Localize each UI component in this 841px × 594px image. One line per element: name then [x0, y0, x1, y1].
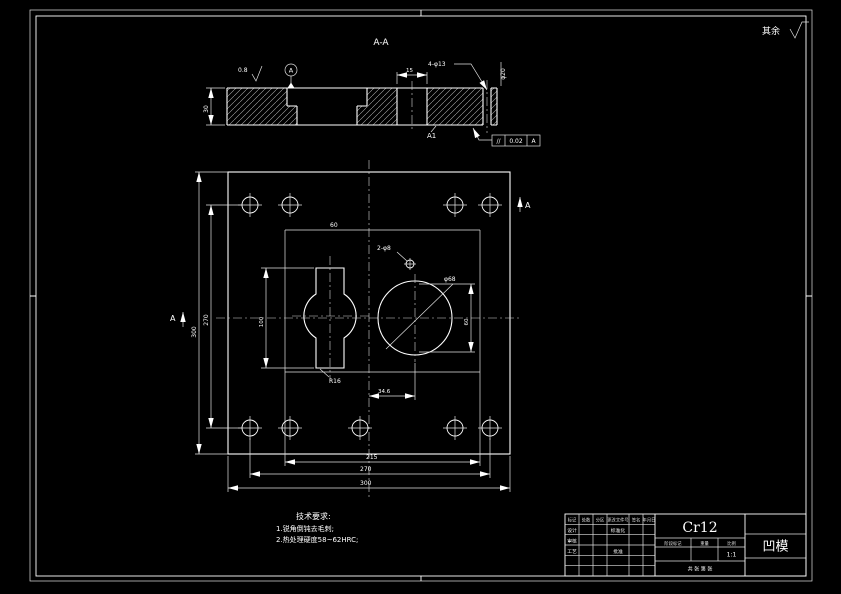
section-arrow-right: A	[517, 197, 531, 212]
counterbore-callout: φ20	[500, 62, 507, 86]
outer-height-text: 300	[191, 326, 198, 338]
rest-label: 其余	[762, 25, 780, 37]
bottom-dim-inner: 215	[285, 454, 480, 465]
title-block-left-grid: 标记 处数 分区 更改文件号 签名 年月日 设计 标准化 审核 工艺 批准	[565, 514, 655, 576]
tolerance-symbol: //	[496, 138, 501, 145]
technical-notes: 技术要求: 1.锐角倒钝去毛刺; 2.热处理硬度58~62HRC;	[276, 511, 358, 544]
material-text: Cr12	[682, 520, 717, 536]
datum-flag: A	[284, 63, 298, 88]
circle-height-dim: 60	[419, 283, 475, 353]
section-centerlines	[411, 80, 488, 133]
tolerance-datum: A	[531, 138, 536, 145]
bottom-dim-holes: 270	[249, 438, 491, 478]
circle-callout-text: φ68	[444, 276, 456, 283]
fillet-callout: R16	[319, 368, 341, 385]
hole-callout: 4-φ13	[428, 61, 488, 91]
fillet-text: R16	[329, 378, 341, 385]
tb-header: 更改文件号	[607, 517, 628, 524]
section-view: A-A 30 0.8	[203, 38, 541, 147]
centering-tick	[30, 10, 812, 581]
circle-height-text: 60	[464, 318, 470, 325]
bolt-hole	[443, 416, 467, 440]
sheet-border	[29, 9, 813, 582]
roughness-check-icon	[251, 65, 263, 82]
section-title: A-A	[373, 38, 389, 48]
notes-title: 技术要求:	[296, 511, 331, 521]
hole-span-height-text: 270	[203, 314, 210, 326]
inner-rect: 60	[284, 222, 481, 466]
top-inner-dim-text: 60	[330, 222, 338, 229]
inner-width-text: 215	[366, 454, 378, 461]
tb-header: 签名	[632, 517, 641, 524]
section-outline	[226, 87, 498, 126]
left-dim-outer: 300	[191, 171, 228, 455]
tb-design-label: 设计	[567, 527, 577, 534]
tb-scale-label: 比例	[727, 540, 736, 547]
tb-header: 年月日	[643, 517, 656, 524]
tb-header: 处数	[582, 517, 591, 524]
step-dim-text: 15	[406, 68, 413, 74]
tb-header: 分区	[596, 517, 605, 524]
datum-triangle-icon	[287, 82, 295, 88]
bolt-holes	[238, 193, 502, 440]
tb-weight-label: 重量	[700, 540, 709, 547]
outer-width-text: 300	[360, 480, 372, 487]
tolerance-value: 0.02	[509, 138, 523, 145]
offset-dim-text: 34.6	[378, 389, 391, 395]
tolerance-frame: // 0.02 A	[472, 127, 541, 147]
roughness-value: 0.8	[238, 67, 248, 74]
section-arrow-left-label: A	[170, 314, 176, 323]
slot-height-text: 100	[259, 316, 265, 327]
counterbore-text: φ20	[500, 68, 507, 80]
die-cavity-profile	[292, 256, 372, 381]
bolt-hole	[478, 416, 502, 440]
bolt-hole	[478, 193, 502, 217]
bolt-hole	[348, 416, 372, 440]
tb-sheets-label: 共 张 第 张	[688, 566, 713, 573]
scale-value: 1:1	[727, 552, 737, 559]
bolt-hole	[278, 416, 302, 440]
tb-std-label: 标准化	[611, 527, 626, 534]
detail-label-text: A1	[427, 132, 436, 140]
roughness-check-icon	[789, 21, 809, 39]
step-dim: 15	[396, 68, 428, 84]
notes-item: 1.锐角倒钝去毛刺;	[276, 524, 334, 533]
hole-span-width-text: 270	[360, 466, 372, 473]
tb-approve-label: 批准	[613, 548, 623, 555]
plan-view: 60	[170, 160, 531, 500]
hole-callout-text: 4-φ13	[428, 61, 446, 68]
pin-hole: 2-φ8	[377, 245, 416, 270]
bolt-hole	[443, 193, 467, 217]
bolt-hole	[278, 193, 302, 217]
title-block: 标记 处数 分区 更改文件号 签名 年月日 设计 标准化 审核 工艺 批准 Cr…	[564, 513, 807, 577]
title-block-right: 凹模	[745, 533, 806, 559]
plate-centerlines	[216, 160, 522, 500]
offset-dim: 34.6	[369, 363, 416, 400]
notes-item: 2.热处理硬度58~62HRC;	[276, 535, 358, 544]
pin-callout-text: 2-φ8	[377, 245, 391, 252]
left-dim-holes: 270	[203, 204, 242, 429]
detail-label: A1	[427, 125, 437, 140]
section-arrow-left: A	[170, 312, 186, 327]
tb-check-label: 审核	[567, 537, 577, 544]
center-circle: φ68	[377, 274, 456, 362]
tb-process-label: 工艺	[567, 549, 577, 555]
bottom-dim-outer: 300	[227, 456, 511, 492]
section-arrow-right-label: A	[525, 201, 531, 210]
roughness-mark: 0.8	[238, 65, 263, 82]
datum-letter: A	[289, 67, 294, 75]
tb-header: 标记	[568, 517, 577, 524]
thickness-dim: 30	[203, 87, 225, 126]
part-name-text: 凹模	[762, 540, 788, 555]
slot-height-dim: 100	[259, 267, 314, 369]
thickness-dim-text: 30	[203, 105, 210, 113]
tb-stage-label: 阶段标记	[664, 540, 682, 547]
rest-roughness-note: 其余	[762, 21, 809, 39]
title-block-middle: Cr12 阶段标记 重量 比例 1:1 共 张 第 张	[655, 520, 745, 573]
